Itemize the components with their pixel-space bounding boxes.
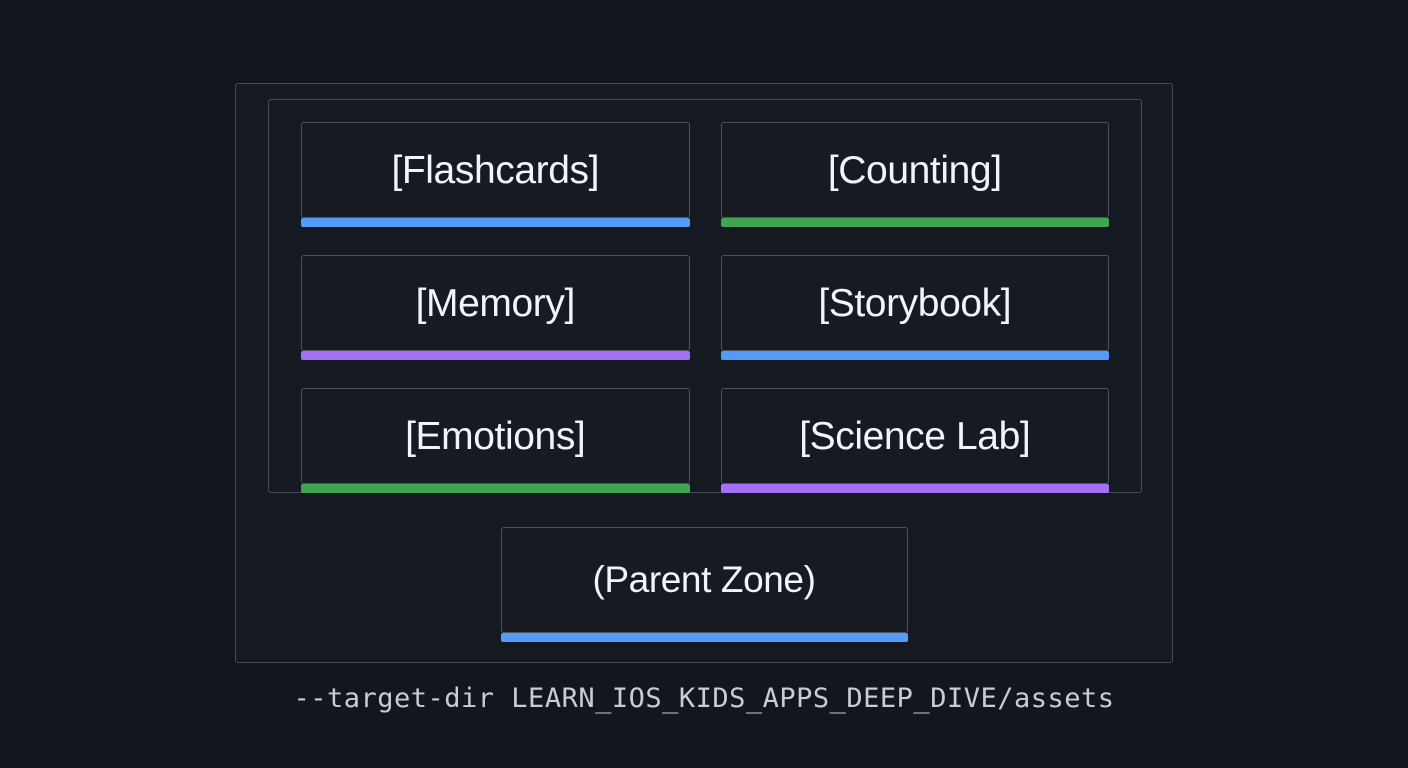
card-accent-bar bbox=[720, 218, 1109, 227]
parent-zone-section: (Parent Zone) bbox=[236, 527, 1172, 642]
parent-zone-card[interactable]: (Parent Zone) bbox=[500, 527, 908, 642]
activity-card-label: [Storybook] bbox=[818, 281, 1012, 325]
caption-text: --target-dir LEARN_IOS_KIDS_APPS_DEEP_DI… bbox=[293, 683, 1115, 714]
activity-grid: [Flashcards] [Counting] [Memory] [S bbox=[301, 122, 1109, 493]
card-accent-bar bbox=[301, 351, 690, 360]
activity-card-flashcards[interactable]: [Flashcards] bbox=[301, 122, 690, 227]
card-accent-bar bbox=[720, 484, 1109, 493]
card-outline bbox=[301, 255, 690, 351]
activity-card-label: [Emotions] bbox=[405, 414, 586, 458]
activity-row-2: [Memory] [Storybook] bbox=[301, 255, 1109, 360]
activity-card-storybook[interactable]: [Storybook] bbox=[720, 255, 1109, 360]
parent-zone-label: (Parent Zone) bbox=[592, 559, 816, 600]
activity-card-emotions[interactable]: [Emotions] bbox=[301, 388, 690, 493]
activity-row-3: [Emotions] [Science Lab] bbox=[301, 388, 1109, 493]
card-accent-bar bbox=[301, 218, 690, 227]
card-accent-bar bbox=[720, 351, 1109, 360]
activity-row-1: [Flashcards] [Counting] bbox=[301, 122, 1109, 227]
activity-grid-panel: [Flashcards] [Counting] [Memory] [S bbox=[268, 99, 1142, 493]
activity-card-label: [Memory] bbox=[415, 281, 576, 325]
card-accent-bar bbox=[301, 484, 690, 493]
card-outline bbox=[720, 388, 1109, 484]
card-outline bbox=[720, 255, 1109, 351]
activity-card-science-lab[interactable]: [Science Lab] bbox=[720, 388, 1109, 493]
app-frame: [Flashcards] [Counting] [Memory] [S bbox=[235, 83, 1173, 663]
card-outline bbox=[720, 122, 1109, 218]
activity-card-label: [Flashcards] bbox=[391, 148, 600, 192]
activity-card-memory[interactable]: [Memory] bbox=[301, 255, 690, 360]
card-outline bbox=[301, 122, 690, 218]
activity-card-label: [Counting] bbox=[827, 148, 1002, 192]
card-accent-bar bbox=[500, 633, 908, 642]
card-outline bbox=[500, 527, 908, 633]
card-outline bbox=[301, 388, 690, 484]
activity-card-label: [Science Lab] bbox=[799, 414, 1031, 458]
activity-card-counting[interactable]: [Counting] bbox=[720, 122, 1109, 227]
